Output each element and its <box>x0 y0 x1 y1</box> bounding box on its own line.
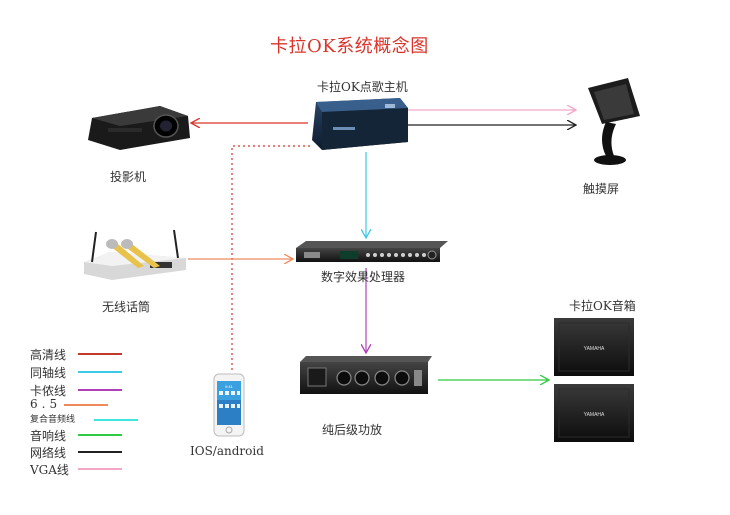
legend-item-swatch <box>78 451 122 453</box>
karaoke-speaker-top: YAMAHA <box>554 318 634 376</box>
label-amplifier: 纯后级功放 <box>322 423 383 437</box>
phone-clock: 9:41 <box>225 384 234 389</box>
label-karaoke-speaker: 卡拉OK音箱 <box>569 299 636 313</box>
legend-item-swatch <box>78 468 122 470</box>
touchscreen-device <box>588 78 640 165</box>
legend-item-swatch <box>64 404 108 406</box>
projector-device <box>88 106 190 150</box>
label-karaoke-host: 卡拉OK点歌主机 <box>317 80 408 94</box>
amplifier-device <box>300 356 432 394</box>
legend-item-label: 6.5 <box>30 397 62 411</box>
label-projector: 投影机 <box>110 170 147 184</box>
legend-item-swatch <box>78 353 122 355</box>
effects-processor-device <box>296 241 448 262</box>
label-phone: IOS/android <box>190 444 264 458</box>
wireless-microphone-device <box>84 229 186 280</box>
legend-item-label: 卡侬线 <box>30 384 67 398</box>
legend-item-label: 网络线 <box>30 446 67 460</box>
label-touchscreen: 触摸屏 <box>583 182 620 196</box>
legend-item-swatch <box>78 434 122 436</box>
label-wireless-microphone: 无线话筒 <box>102 300 151 314</box>
legend-item-label: VGA线 <box>30 463 69 477</box>
legend-item-swatch <box>94 419 138 421</box>
karaoke-speaker-bottom: YAMAHA <box>554 384 634 442</box>
smartphone-device: 9:41 <box>213 373 245 437</box>
legend-item-label: 高清线 <box>30 348 67 362</box>
svg-text:YAMAHA: YAMAHA <box>584 412 605 418</box>
label-effects-processor: 数字效果处理器 <box>321 270 406 284</box>
legend-item-label: 音响线 <box>30 429 67 443</box>
diagram-title: 卡拉OK系统概念图 <box>270 36 429 57</box>
legend-item-label: 复合音频线 <box>30 415 76 425</box>
legend-item-swatch <box>78 389 122 391</box>
karaoke-host-device <box>312 98 408 150</box>
svg-text:YAMAHA: YAMAHA <box>584 346 605 352</box>
legend-item-swatch <box>78 371 122 373</box>
connection-phone-to-host-wifi <box>231 145 310 372</box>
legend-item-label: 同轴线 <box>30 366 67 380</box>
